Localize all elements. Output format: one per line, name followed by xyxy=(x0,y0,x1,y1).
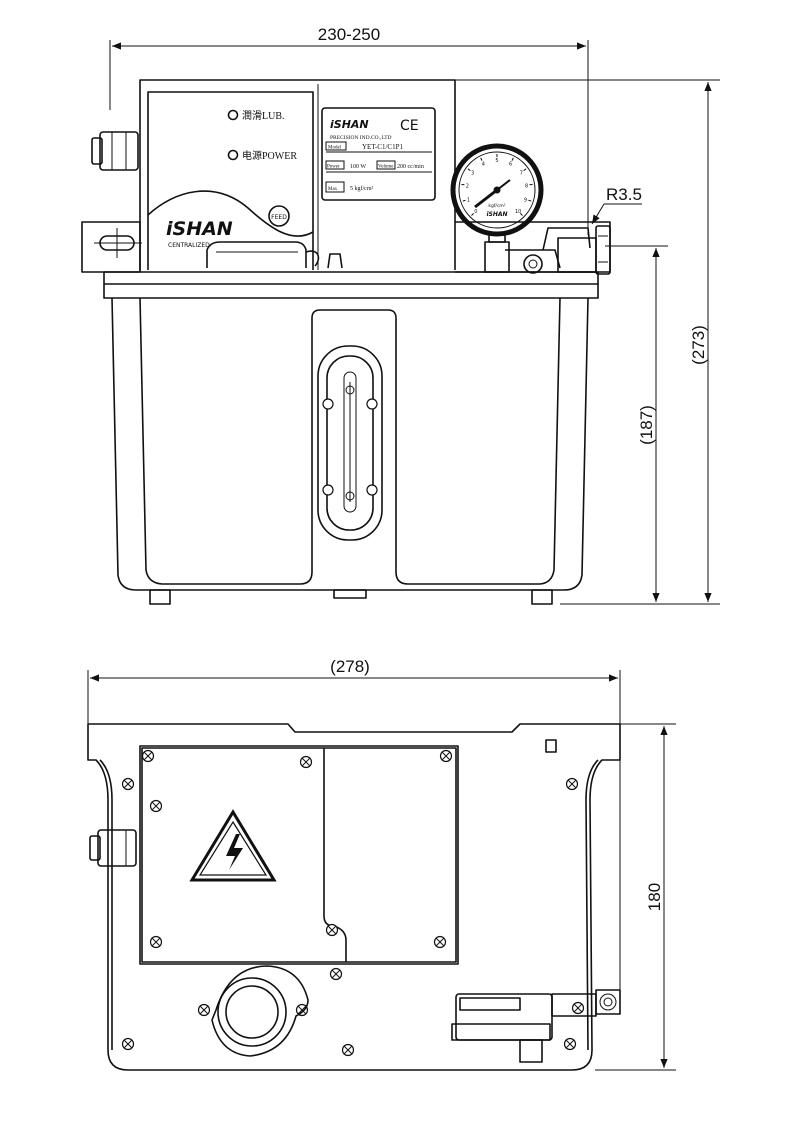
top-gauge-block xyxy=(451,989,621,1063)
gauge-tick-mark xyxy=(523,168,527,172)
nameplate-volume: 200 cc/min xyxy=(397,164,424,170)
dimension-radius: R3.5 xyxy=(591,185,642,225)
dimension-total-height-label: (273) xyxy=(689,325,708,365)
gauge-tick-label: 8 xyxy=(525,183,528,189)
gauge-tick-label: 10 xyxy=(515,209,521,215)
dimension-bottom-depth-label: 180 xyxy=(645,883,664,911)
feed-button xyxy=(268,205,290,227)
nameplate-ce: CE xyxy=(400,118,419,134)
high-voltage-warning-icon xyxy=(189,809,277,882)
lub-label: 潤滑LUB. xyxy=(242,110,285,122)
top-cable-gland xyxy=(89,829,137,867)
filler-cap xyxy=(211,965,309,1057)
dimension-total-height: (273) xyxy=(455,79,720,605)
nameplate-power: 100 W xyxy=(350,164,366,170)
screw-icon xyxy=(563,1037,577,1051)
nameplate-company: PRECISION IND.CO.,LTD xyxy=(330,135,392,141)
screw-icon xyxy=(571,1001,585,1015)
dimension-top-width-label: 230-250 xyxy=(318,25,380,44)
nameplate-max-key: Max xyxy=(328,187,338,192)
screw-icon xyxy=(439,749,453,763)
nameplate-model-key: Model xyxy=(328,146,342,151)
nameplate-model: YET-C1/C1P1 xyxy=(362,143,403,151)
dimension-tank-height-label: (187) xyxy=(637,405,656,445)
screw-icon xyxy=(197,1003,211,1017)
screw-icon xyxy=(433,935,447,949)
panel-brand: iSHAN xyxy=(166,218,233,240)
screws xyxy=(121,749,585,1057)
screw-icon xyxy=(565,777,579,791)
screw-icon xyxy=(295,1003,309,1017)
screw-icon xyxy=(121,777,135,791)
dimension-top-width: 230-250 xyxy=(109,25,589,235)
screw-icon xyxy=(149,799,163,813)
gauge-tick-label: 9 xyxy=(524,197,527,203)
pressure-gauge: 01 2 3 4 5 6 7 8 910 kgf/cm² iSHAN xyxy=(450,143,561,274)
feed-button-label: FEED xyxy=(271,214,287,221)
nameplate-power-key: Power xyxy=(327,165,340,170)
dimension-bottom-width-label: (278) xyxy=(330,657,370,676)
gauge-tick-label: 1 xyxy=(467,197,470,203)
gauge-tick-label: 2 xyxy=(466,183,469,189)
mounting-flange xyxy=(81,221,611,273)
screw-icon xyxy=(121,1037,135,1051)
lub-lamp-icon xyxy=(227,109,239,121)
gauge-tick-label: 4 xyxy=(482,161,485,167)
gauge-tick-mark xyxy=(471,212,475,216)
screw-icon xyxy=(341,1043,355,1057)
gauge-ticks: 01 2 3 4 5 6 7 8 910 xyxy=(461,154,533,216)
oil-sight-glass xyxy=(317,345,383,541)
tank-rim xyxy=(103,271,599,299)
screw-icon xyxy=(299,755,313,769)
gauge-tick-mark xyxy=(519,212,523,216)
gauge-tick-label: 6 xyxy=(509,161,512,167)
panel-brand-sub: CENTRALIZED xyxy=(168,242,210,249)
screw-icon xyxy=(141,749,155,763)
top-frame xyxy=(87,723,621,1071)
nameplate-brand: iSHAN xyxy=(330,118,369,131)
screw-icon xyxy=(325,923,339,937)
nameplate-pressure: 5 kgf/cm² xyxy=(350,185,373,192)
gauge-tick-mark xyxy=(511,157,514,161)
power-label: 电源POWER xyxy=(242,149,297,162)
outlet-fitting xyxy=(542,225,645,275)
gauge-tick-mark xyxy=(480,157,483,161)
dimension-bottom-depth: 180 xyxy=(595,723,676,1071)
tank-body xyxy=(111,297,589,605)
gauge-brand: iSHAN xyxy=(486,211,507,218)
gauge-tick-label: 5 xyxy=(495,158,498,164)
screw-icon xyxy=(329,967,343,981)
dimension-tank-height: (187) xyxy=(605,245,668,602)
nameplate: iSHAN CE PRECISION IND.CO.,LTD Model YET… xyxy=(321,107,436,201)
gauge-tick-label: 0 xyxy=(474,209,477,215)
cable-gland xyxy=(91,131,139,171)
gauge-tick-label: 7 xyxy=(520,170,523,176)
gauge-tick-mark xyxy=(467,168,471,172)
gauge-tick-label: 3 xyxy=(471,170,474,176)
screw-icon xyxy=(149,935,163,949)
gauge-tick-mark xyxy=(528,199,532,202)
electrical-cover xyxy=(139,745,459,965)
gauge-tick-mark xyxy=(462,199,466,202)
power-lamp-icon xyxy=(227,149,239,161)
gauge-unit: kgf/cm² xyxy=(488,203,505,209)
front-view: 230-250 (273) (187) R3.5 xyxy=(81,25,720,605)
nameplate-volume-key: Volume xyxy=(378,165,394,170)
dimension-bottom-width: (278) xyxy=(87,657,621,990)
dimension-radius-label: R3.5 xyxy=(606,185,642,204)
top-view: (278) 180 xyxy=(87,657,676,1071)
